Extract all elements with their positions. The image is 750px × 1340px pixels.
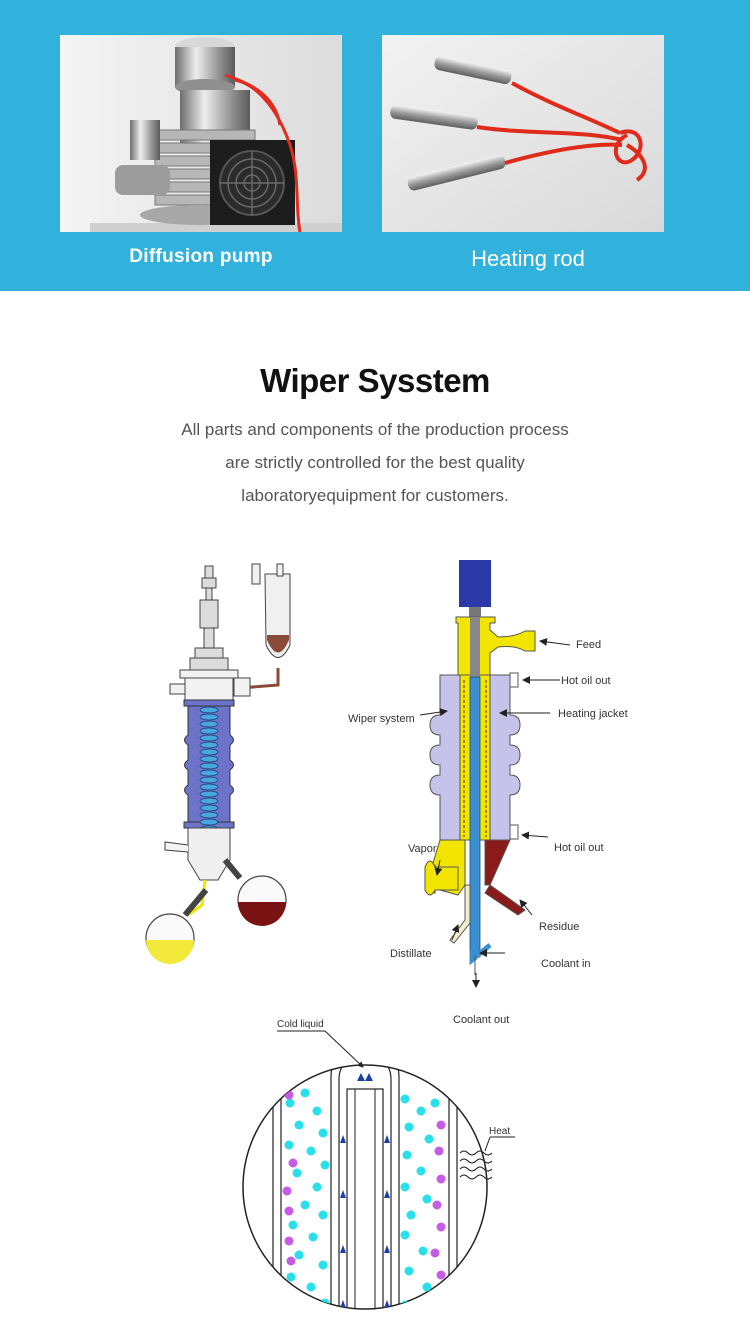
heating-rod-caption: Heating rod	[471, 246, 585, 271]
diffusion-pump-caption: Diffusion pump	[129, 246, 273, 267]
description-line-3: laboratoryequipment for customers.	[241, 486, 509, 505]
label-residue: Residue	[539, 921, 579, 933]
label-vapor: Vapor	[408, 843, 437, 855]
description-line-1: All parts and components of the producti…	[181, 420, 569, 439]
heating-rod-photo	[382, 35, 664, 232]
motor-block	[459, 560, 491, 607]
label-wiper-system: Wiper system	[348, 713, 415, 725]
label-hot-oil-out-bottom: Hot oil out	[554, 842, 604, 854]
section-title: Wiper Sysstem	[260, 362, 490, 399]
label-coolant-in: Coolant in	[541, 958, 591, 970]
description-line-2: are strictly controlled for the best qua…	[225, 453, 525, 472]
label-heating-jacket: Heating jacket	[558, 708, 628, 720]
label-distillate: Distillate	[390, 948, 432, 960]
label-cold-liquid: Cold liquid	[277, 1019, 324, 1030]
diffusion-pump-photo	[60, 35, 342, 232]
wiper-system-schematic: Feed Hot oil out Wiper system Heating ja…	[340, 555, 740, 1030]
label-coolant-out: Coolant out	[453, 1014, 509, 1026]
condenser-detail-diagram: Cold liquid Heat	[235, 1015, 525, 1335]
label-feed: Feed	[576, 639, 601, 651]
wiper-apparatus-illustration	[140, 560, 320, 970]
label-heat: Heat	[489, 1126, 510, 1137]
label-hot-oil-out-top: Hot oil out	[561, 675, 611, 687]
